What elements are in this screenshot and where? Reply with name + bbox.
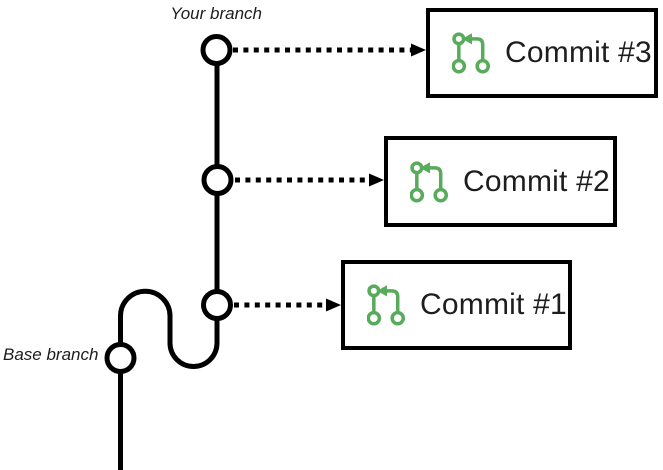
commit-2-node <box>201 164 234 196</box>
arrowhead-commit-1-icon <box>326 298 341 312</box>
arrowhead-commit-3-icon <box>411 43 426 57</box>
commit-card-label: Commit #3 <box>505 36 652 69</box>
git-compare-icon <box>452 32 491 74</box>
git-compare-icon <box>367 284 406 326</box>
base-branch-line <box>118 288 220 470</box>
commit-1-node <box>201 289 233 321</box>
commit-card-2: Commit #2 <box>384 136 617 227</box>
commit-card-label: Commit #1 <box>420 288 567 321</box>
git-compare-icon <box>410 160 449 202</box>
base-branch-node <box>104 342 137 374</box>
your-branch-label: Your branch <box>170 4 262 23</box>
your-branch-tip-node <box>200 34 233 66</box>
commit-card-3: Commit #3 <box>426 8 658 98</box>
base-branch-label: Base branch <box>3 345 99 364</box>
commit-card-1: Commit #1 <box>341 260 572 350</box>
commit-card-label: Commit #2 <box>463 164 610 198</box>
arrowhead-commit-2-icon <box>369 173 384 187</box>
